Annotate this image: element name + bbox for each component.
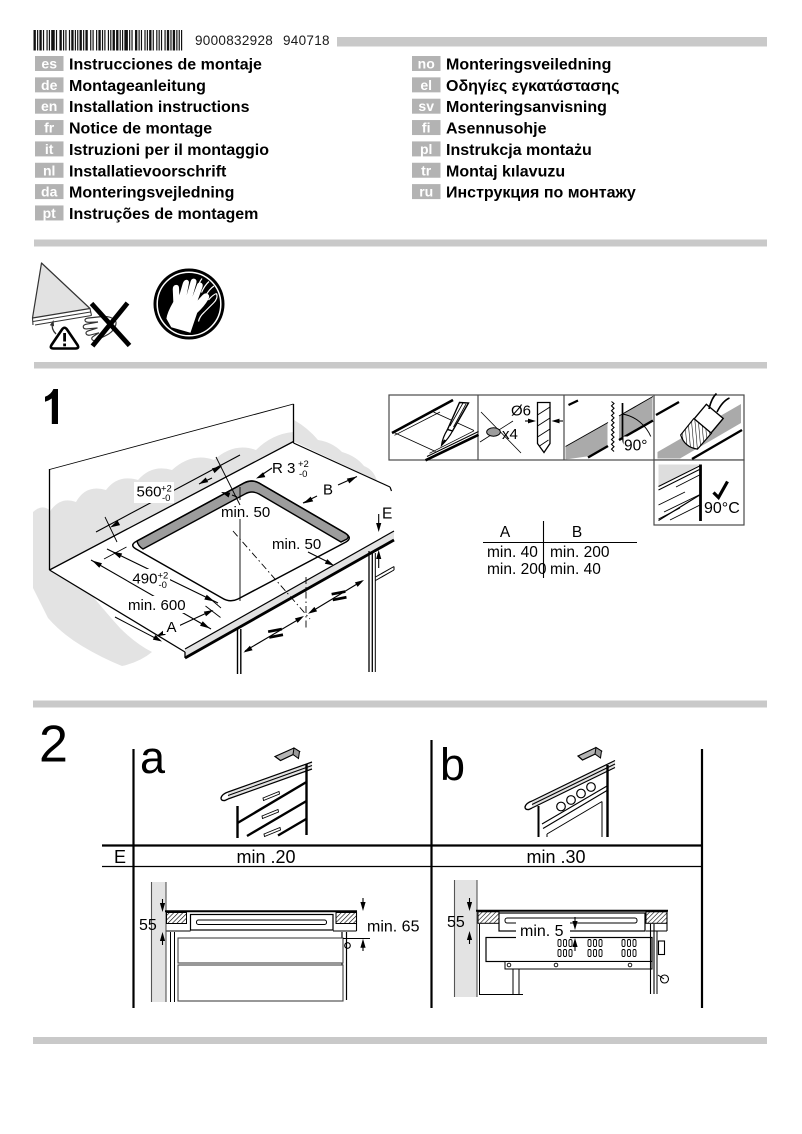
svg-text:B: B <box>572 524 582 541</box>
svg-text:Monteringsanvisning: Monteringsanvisning <box>446 99 607 116</box>
svg-text:Installation instructions: Installation instructions <box>69 99 250 116</box>
svg-text:sv: sv <box>418 98 434 114</box>
svg-text:Инструкция по монтажу: Инструкция по монтажу <box>446 185 636 202</box>
svg-text:ru: ru <box>419 184 433 200</box>
svg-text:de: de <box>41 77 58 93</box>
svg-text:it: it <box>45 141 54 157</box>
svg-text:940718: 940718 <box>283 33 330 48</box>
svg-text:R 3: R 3 <box>272 460 295 477</box>
svg-text:min. 40: min. 40 <box>487 544 538 561</box>
svg-text:+2: +2 <box>161 484 172 495</box>
svg-text:b: b <box>440 739 465 790</box>
svg-text:-0: -0 <box>159 580 167 591</box>
svg-text:55: 55 <box>447 914 465 931</box>
svg-text:Montageanleitung: Montageanleitung <box>69 78 206 95</box>
svg-text:Installatievoorschrift: Installatievoorschrift <box>69 163 227 180</box>
svg-text:min. 65: min. 65 <box>367 919 420 936</box>
svg-text:min .20: min .20 <box>236 847 295 867</box>
svg-text:min. 50: min. 50 <box>272 536 321 553</box>
svg-text:Asennusohje: Asennusohje <box>446 121 547 138</box>
svg-text:Monteringsvejledning: Monteringsvejledning <box>69 185 234 202</box>
svg-text:Montaj kılavuzu: Montaj kılavuzu <box>446 163 565 180</box>
svg-text:es: es <box>41 56 57 72</box>
svg-text:tr: tr <box>421 162 432 178</box>
svg-text:min. 600: min. 600 <box>128 597 186 614</box>
svg-text:+2: +2 <box>298 459 309 470</box>
svg-text:fr: fr <box>44 120 55 136</box>
svg-text:E: E <box>382 506 392 523</box>
svg-text:min. 5: min. 5 <box>520 923 564 940</box>
svg-text:min. 50: min. 50 <box>221 504 270 521</box>
svg-text:el: el <box>420 77 432 93</box>
svg-text:nl: nl <box>43 162 55 178</box>
svg-text:55: 55 <box>139 917 157 934</box>
svg-text:da: da <box>41 184 58 200</box>
svg-text:min. 200: min. 200 <box>550 544 610 561</box>
svg-text:B: B <box>323 482 333 499</box>
svg-text:90°C: 90°C <box>704 500 740 517</box>
svg-text:490: 490 <box>132 571 157 588</box>
svg-text:a: a <box>140 732 166 783</box>
svg-text:9000832928: 9000832928 <box>195 33 273 48</box>
svg-text:2: 2 <box>39 716 68 774</box>
svg-text:+2: +2 <box>158 571 169 582</box>
svg-text:560: 560 <box>137 484 162 501</box>
svg-text:x4: x4 <box>502 426 518 443</box>
svg-text:90°: 90° <box>624 438 647 455</box>
svg-text:A: A <box>500 524 511 541</box>
svg-text:-0: -0 <box>299 469 307 480</box>
svg-text:min. 200: min. 200 <box>487 561 547 578</box>
svg-text:Instrucciones de montaje: Instrucciones de montaje <box>69 57 262 74</box>
svg-text:min. 40: min. 40 <box>550 561 601 578</box>
svg-text:fi: fi <box>422 120 431 136</box>
svg-text:no: no <box>418 56 435 72</box>
svg-text:Monteringsveiledning: Monteringsveiledning <box>446 57 611 74</box>
svg-text:Instruções de montagem: Instruções de montagem <box>69 206 258 223</box>
svg-text:min .30: min .30 <box>526 847 585 867</box>
svg-text:Instrukcja montażu: Instrukcja montażu <box>446 142 592 159</box>
svg-text:pt: pt <box>43 205 57 221</box>
svg-text:E: E <box>114 847 126 867</box>
svg-text:-0: -0 <box>162 493 170 504</box>
svg-text:Notice de montage: Notice de montage <box>69 121 212 138</box>
svg-text:pl: pl <box>420 141 432 157</box>
svg-text:Ø6: Ø6 <box>511 403 531 420</box>
svg-text:Istruzioni per il montaggio: Istruzioni per il montaggio <box>69 142 269 159</box>
svg-text:A: A <box>167 619 177 636</box>
svg-text:Οδηγίες εγκατάστασης: Οδηγίες εγκατάστασης <box>446 78 619 95</box>
svg-text:en: en <box>41 98 57 114</box>
